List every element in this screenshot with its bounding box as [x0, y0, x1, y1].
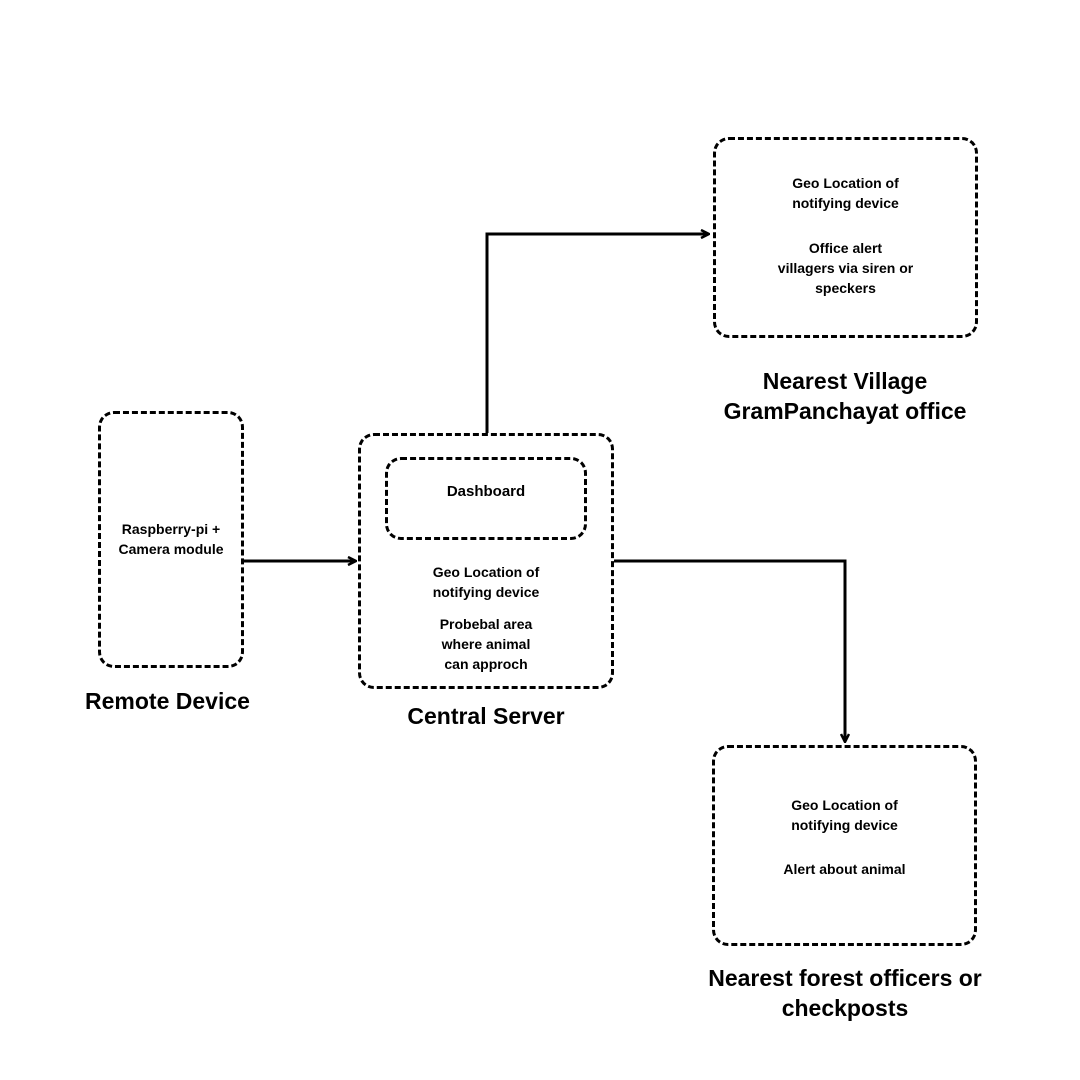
- village-office-box: Geo Location of notifying device Office …: [713, 137, 978, 338]
- dashboard-label: Dashboard: [446, 483, 526, 500]
- village-alert-text: Office alert villagers via siren or spec…: [777, 240, 914, 296]
- dashboard-box: Dashboard: [385, 457, 587, 540]
- central-geo-text: Geo Location of notifying device: [432, 564, 540, 600]
- village-geo-text: Geo Location of notifying device: [792, 175, 899, 211]
- arrow-central-to-village: [485, 234, 709, 433]
- central-server-caption: Central Server: [407, 703, 565, 729]
- forest-geo-text: Geo Location of notifying device: [791, 797, 898, 833]
- remote-device-text: Raspberry-pi + Camera module: [118, 521, 224, 557]
- village-office-caption: Nearest Village GramPanchayat office: [723, 368, 967, 424]
- forest-officers-caption: Nearest forest officers or checkposts: [708, 965, 982, 1021]
- central-area-text: Probebal area where animal can approch: [439, 616, 533, 672]
- arrow-central-to-forest: [614, 559, 845, 742]
- forest-alert-text: Alert about animal: [783, 861, 906, 877]
- remote-device-caption: Remote Device: [85, 688, 250, 714]
- forest-officers-box: Geo Location of notifying device Alert a…: [712, 745, 977, 946]
- remote-device-box: Raspberry-pi + Camera module: [98, 411, 244, 668]
- central-server-box: Dashboard Geo Location of notifying devi…: [358, 433, 614, 689]
